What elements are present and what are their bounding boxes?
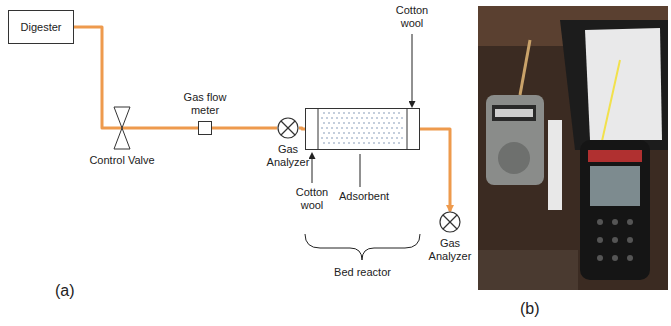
curly-bracket	[305, 234, 420, 260]
leader-line	[360, 154, 361, 187]
process-box: Digester	[8, 10, 74, 44]
panel-label: (b)	[520, 300, 560, 318]
analyzer-circle	[277, 117, 299, 139]
reactor-tube	[305, 108, 420, 150]
label-block: Control Valve	[82, 154, 162, 167]
node-label: Gas Analyzer	[425, 237, 475, 263]
flow-pipe	[212, 127, 277, 130]
flow-meter-symbol: Gas flow meter	[179, 91, 231, 135]
flow-pipe	[420, 129, 450, 211]
leader-line	[312, 154, 313, 183]
analyzer-symbol: Gas Analyzer	[425, 211, 475, 263]
flow-pipe	[122, 127, 198, 130]
part-label: Cotton wool	[290, 186, 334, 212]
panel-label: (a)	[55, 282, 95, 300]
leader-line	[412, 34, 413, 106]
valve-symbol: Control Valve	[82, 106, 162, 167]
label-block: Bed reactor	[305, 266, 420, 279]
node-label: Gas flow meter	[179, 91, 231, 117]
node-label: Bed reactor	[305, 266, 420, 279]
photo	[478, 6, 668, 290]
analyzer-circle	[439, 211, 461, 233]
flow-pipe	[74, 27, 122, 128]
flow-meter-square	[198, 121, 212, 135]
part-label: Cotton wool	[390, 4, 434, 30]
valve-shape	[113, 106, 131, 150]
label-block: Gas flow meter	[179, 91, 231, 117]
flow-pipe	[299, 128, 305, 129]
node-label: Digester	[21, 21, 62, 34]
label-block: Gas Analyzer	[425, 237, 475, 263]
node-label: Control Valve	[82, 154, 162, 167]
part-label: Adsorbent	[334, 190, 394, 203]
